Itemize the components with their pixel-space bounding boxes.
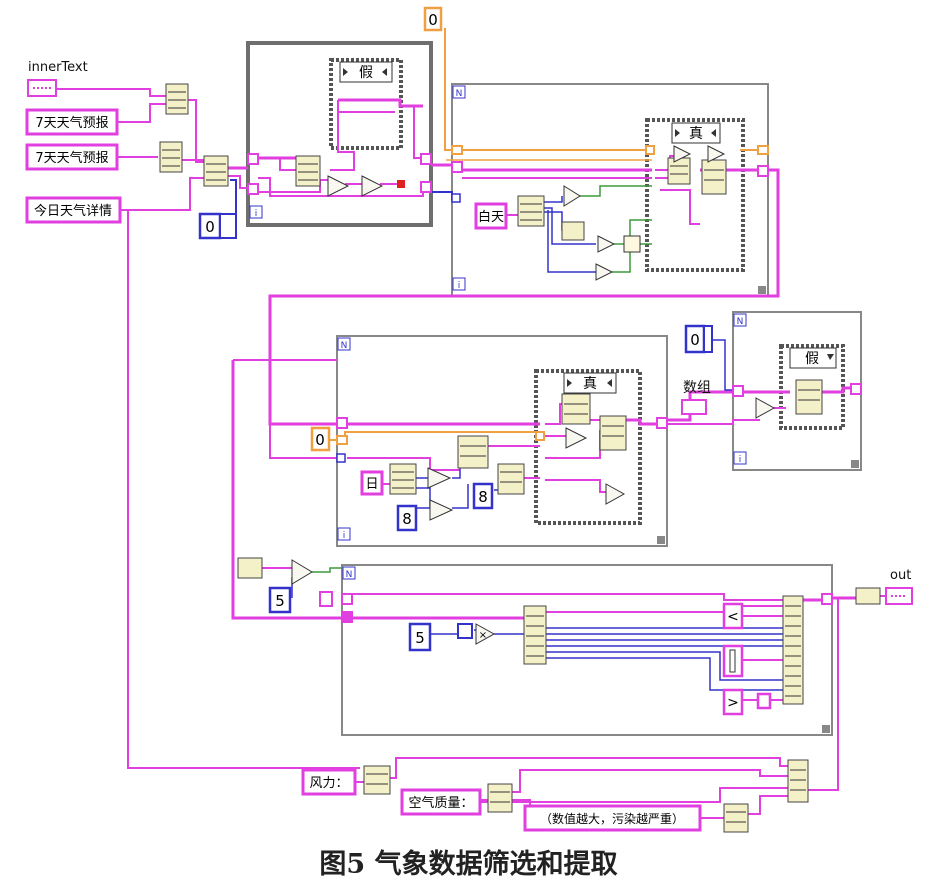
- const-zero-left[interactable]: 0: [205, 218, 215, 236]
- node-index[interactable]: [561, 221, 585, 241]
- label-inner-text: innerText: [28, 60, 88, 75]
- loop-iter-upper: i: [458, 281, 461, 291]
- case-selector-false-2[interactable]: 假: [805, 351, 819, 367]
- prim-u-2[interactable]: [597, 235, 616, 253]
- node-array-index[interactable]: [523, 605, 547, 665]
- const-zero-mid[interactable]: 0: [315, 431, 325, 449]
- prim-c-1[interactable]: [673, 145, 692, 163]
- loop-iter-right: i: [739, 455, 742, 465]
- const-five-a[interactable]: 5: [275, 592, 285, 610]
- prim-r-1[interactable]: [755, 397, 776, 419]
- prim-m-1[interactable]: [427, 467, 452, 489]
- function-nodes: [159, 83, 881, 833]
- node-search-day[interactable]: [389, 463, 417, 495]
- prim-u-1[interactable]: [563, 185, 581, 207]
- node-wind[interactable]: [363, 765, 391, 795]
- prim-top-a[interactable]: [327, 175, 350, 197]
- prim-m-4[interactable]: [605, 483, 626, 505]
- node-concat[interactable]: [787, 759, 809, 803]
- compare-greater[interactable]: >: [727, 695, 739, 711]
- node-case-a[interactable]: [667, 157, 691, 185]
- node-case-right[interactable]: [795, 379, 823, 415]
- node-array-size[interactable]: [237, 557, 263, 579]
- node-match-b[interactable]: [203, 155, 229, 187]
- loop-count-right: N: [737, 317, 744, 327]
- const-five-b[interactable]: 5: [415, 629, 425, 647]
- top-loop-frame[interactable]: [246, 41, 433, 227]
- const-zero-top[interactable]: 0: [428, 11, 438, 29]
- compare-primitives: [291, 145, 776, 645]
- label-array: 数组: [683, 380, 711, 396]
- case-selectors: [339, 61, 837, 394]
- const-air-quality[interactable]: 空气质量：: [408, 795, 473, 811]
- const-wind[interactable]: 风力：: [309, 776, 348, 791]
- tunnels: [247, 153, 862, 623]
- const-eight-b[interactable]: 8: [478, 488, 488, 506]
- loop-count-lower: N: [346, 570, 353, 580]
- node-note[interactable]: [723, 803, 749, 833]
- node-search-daytime[interactable]: [517, 195, 545, 227]
- node-case-b[interactable]: [701, 159, 727, 195]
- case-selector-false-1[interactable]: 假: [359, 65, 373, 81]
- const-daytime[interactable]: 白天: [478, 209, 504, 225]
- node-air[interactable]: [487, 783, 513, 813]
- compare-middle-mark: [729, 649, 736, 673]
- figure-caption: 图5 气象数据筛选和提取: [319, 849, 618, 880]
- compare-less[interactable]: <: [727, 609, 739, 625]
- case-selector-true-2[interactable]: 真: [583, 376, 597, 392]
- prim-m-2[interactable]: [429, 499, 454, 521]
- const-day[interactable]: 日: [365, 477, 378, 492]
- prim-m-3[interactable]: [565, 427, 588, 449]
- or-node[interactable]: [623, 235, 641, 253]
- node-search-top[interactable]: [295, 155, 321, 187]
- const-forecast-7day-b[interactable]: 7天天气预报: [35, 150, 108, 166]
- label-out: out: [890, 568, 911, 583]
- const-today-detail[interactable]: 今日天气详情: [34, 203, 112, 219]
- prim-l-1[interactable]: [291, 559, 313, 585]
- node-build-array[interactable]: [782, 595, 804, 705]
- case-structure-false-1[interactable]: [329, 58, 403, 150]
- loop-iter-middle: i: [343, 531, 346, 541]
- red-stop-indicator: [397, 180, 405, 188]
- node-mid-a[interactable]: [457, 435, 489, 469]
- const-forecast-7day-a[interactable]: 7天天气预报: [35, 115, 108, 131]
- loop-count-upper: N: [456, 89, 463, 99]
- node-case-mid-b[interactable]: [599, 415, 627, 451]
- case-structure-true-1[interactable]: [645, 118, 745, 272]
- node-match-a[interactable]: [159, 141, 183, 173]
- prim-top-b[interactable]: [361, 175, 384, 197]
- node-build-string[interactable]: [165, 83, 189, 115]
- node-mid-b[interactable]: [497, 463, 525, 495]
- multiply-glyph: ×: [479, 630, 487, 641]
- case-selector-true-1[interactable]: 真: [689, 126, 703, 142]
- loop-count-middle: N: [341, 341, 348, 351]
- prim-c-2[interactable]: [707, 145, 726, 163]
- const-pollution-note[interactable]: （数值越大，污染越严重）: [540, 811, 684, 826]
- const-eight-a[interactable]: 8: [402, 510, 412, 528]
- node-convert-out[interactable]: [855, 587, 881, 605]
- prim-u-3[interactable]: [595, 263, 614, 281]
- loop-iter-top: i: [255, 209, 258, 219]
- numeric-constant-boxes: [198, 6, 706, 652]
- array-indicator[interactable]: [681, 399, 707, 415]
- const-zero-right[interactable]: 0: [690, 331, 700, 349]
- loop-terminals: [249, 85, 747, 580]
- node-case-mid-a[interactable]: [561, 393, 591, 425]
- prim-l-2[interactable]: [475, 623, 496, 645]
- string-constant-boxes: [25, 108, 702, 832]
- for-loop-lower[interactable]: [341, 564, 833, 736]
- frames: [246, 41, 862, 736]
